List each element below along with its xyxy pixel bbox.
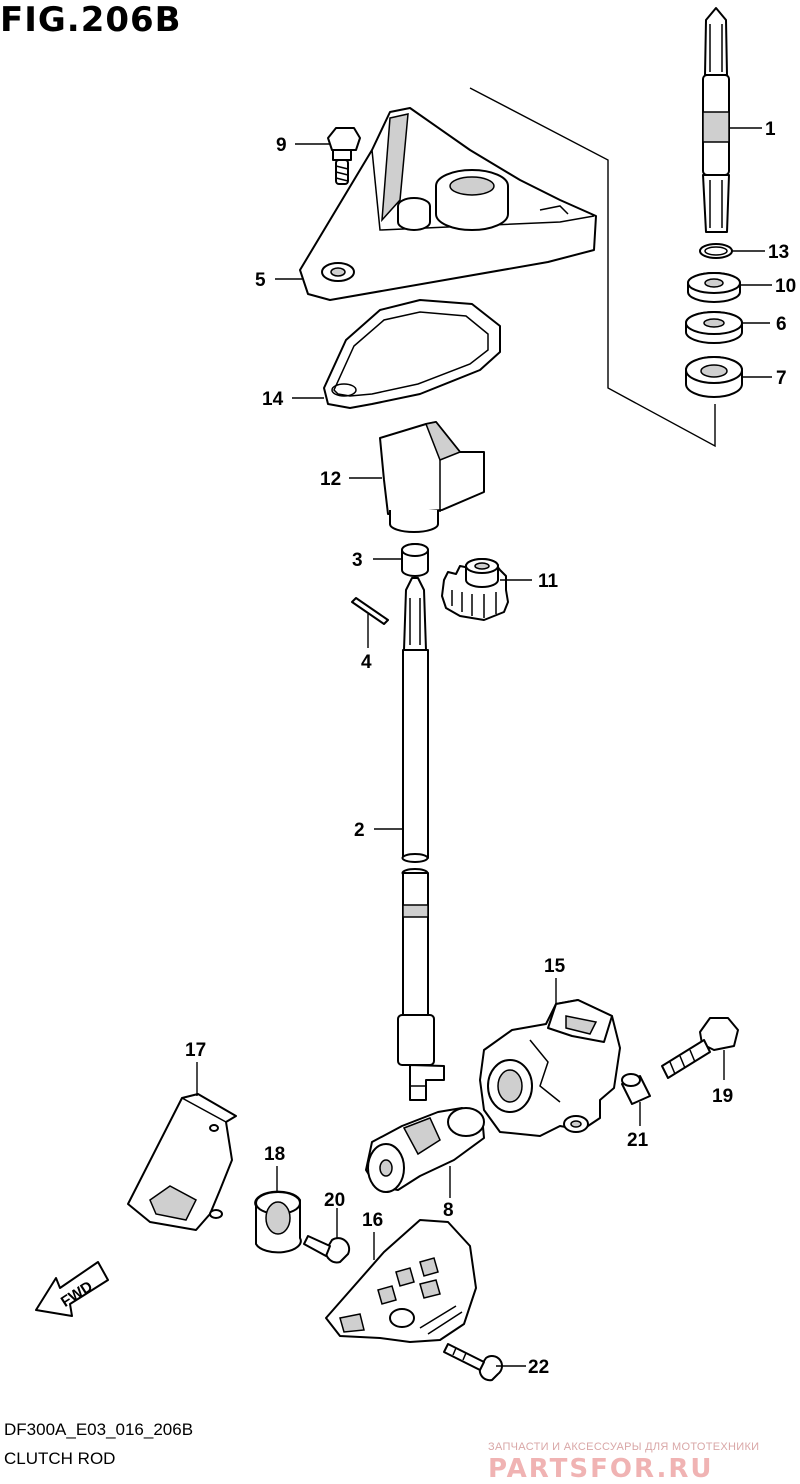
part-5-bracket-housing[interactable]: [299, 107, 597, 301]
callout-9: 9: [276, 135, 287, 156]
part-19-bolt[interactable]: [661, 1017, 739, 1079]
callout-1: 1: [765, 119, 776, 140]
leader-lines: [196, 127, 772, 1367]
watermark-brand: PARTSFOR.RU: [488, 1454, 714, 1484]
callout-19: 19: [712, 1086, 733, 1107]
part-22-screw[interactable]: [443, 1343, 503, 1382]
figure-title: FIG.206B: [0, 0, 182, 40]
part-21-collar[interactable]: [621, 1073, 651, 1105]
part-1-shaft[interactable]: [702, 7, 730, 233]
assembly-bracket-line: [469, 87, 716, 448]
part-15-clutch-lever-holder[interactable]: [479, 999, 621, 1137]
callout-3: 3: [352, 550, 363, 571]
part-18-grommet[interactable]: [254, 1190, 302, 1254]
callout-12: 12: [320, 469, 341, 490]
part-8-clutch-link[interactable]: [365, 1107, 485, 1193]
part-6-washer[interactable]: [685, 311, 743, 344]
callout-7: 7: [776, 368, 787, 389]
callout-11: 11: [538, 571, 559, 592]
part-12-gear-holder[interactable]: [379, 421, 485, 533]
part-14-gasket[interactable]: [323, 299, 501, 409]
part-7-oil-seal[interactable]: [685, 356, 743, 398]
callout-22: 22: [528, 1357, 549, 1378]
part-13-circlip[interactable]: [699, 243, 733, 259]
callout-16: 16: [362, 1210, 383, 1231]
callout-numbers: 1 2 3 4 5 6 7 8 9 10 11 12 13 14 15 16 1…: [185, 119, 796, 1378]
watermark-tagline: ЗАПЧАСТИ И АКСЕССУАРЫ ДЛЯ МОТОТЕХНИКИ: [488, 1441, 760, 1453]
callout-17: 17: [185, 1040, 206, 1061]
part-11-gear[interactable]: [441, 558, 509, 621]
callout-21: 21: [627, 1130, 649, 1151]
callout-2: 2: [354, 820, 365, 841]
part-2-clutch-rod-upper[interactable]: [401, 577, 429, 863]
callout-15: 15: [544, 956, 566, 977]
part-4-pin[interactable]: [351, 597, 389, 625]
callout-13: 13: [768, 242, 789, 263]
part-2-clutch-rod-lower[interactable]: [397, 868, 445, 1101]
callout-14: 14: [262, 389, 284, 410]
part-16-cover[interactable]: [325, 1219, 477, 1343]
figure-name: CLUTCH ROD: [4, 1449, 116, 1468]
callout-20: 20: [324, 1190, 345, 1211]
callout-6: 6: [776, 314, 787, 335]
part-3-bushing[interactable]: [401, 543, 429, 577]
fwd-arrow: FWD: [35, 1261, 109, 1317]
part-17-cover-bracket[interactable]: [127, 1093, 237, 1231]
callout-8: 8: [443, 1200, 454, 1221]
figure-code: DF300A_E03_016_206B: [4, 1420, 194, 1439]
part-9-bolt[interactable]: [327, 127, 361, 185]
part-10-washer[interactable]: [687, 272, 741, 303]
callout-4: 4: [361, 652, 372, 673]
part-20-screw[interactable]: [303, 1235, 351, 1264]
callout-18: 18: [264, 1144, 285, 1165]
callout-5: 5: [255, 270, 266, 291]
callout-10: 10: [775, 276, 796, 297]
